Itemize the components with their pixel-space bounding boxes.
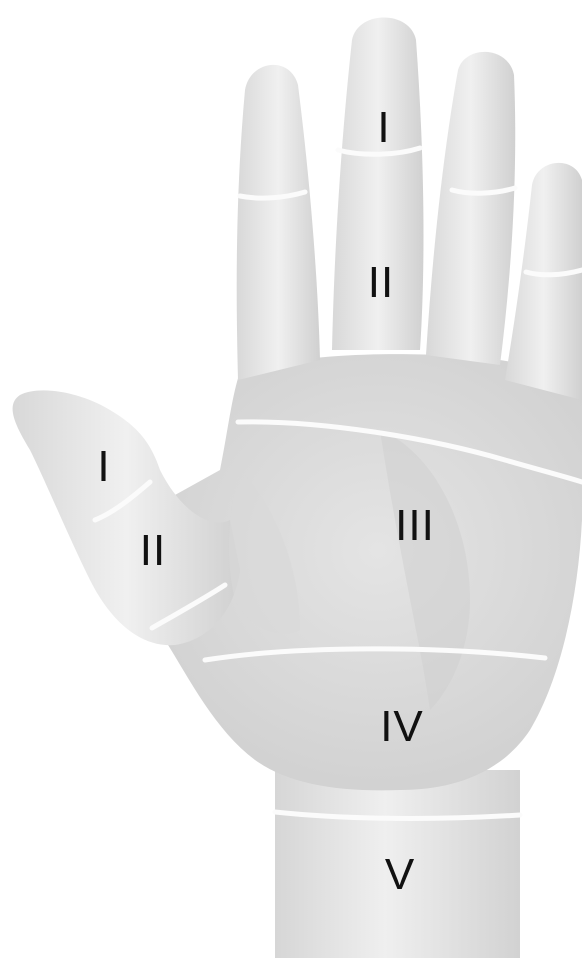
label-heel: IV (380, 705, 424, 749)
label-finger-proximal: II (368, 261, 394, 305)
label-finger-distal: I (377, 106, 390, 150)
label-palm: III (395, 504, 435, 548)
index-finger-shape (237, 65, 320, 380)
label-thumb-proximal: II (140, 529, 166, 573)
label-thumb-distal: I (97, 445, 110, 489)
label-wrist: V (385, 853, 415, 897)
ring-finger-shape (426, 52, 515, 365)
little-finger-shape (505, 163, 582, 400)
